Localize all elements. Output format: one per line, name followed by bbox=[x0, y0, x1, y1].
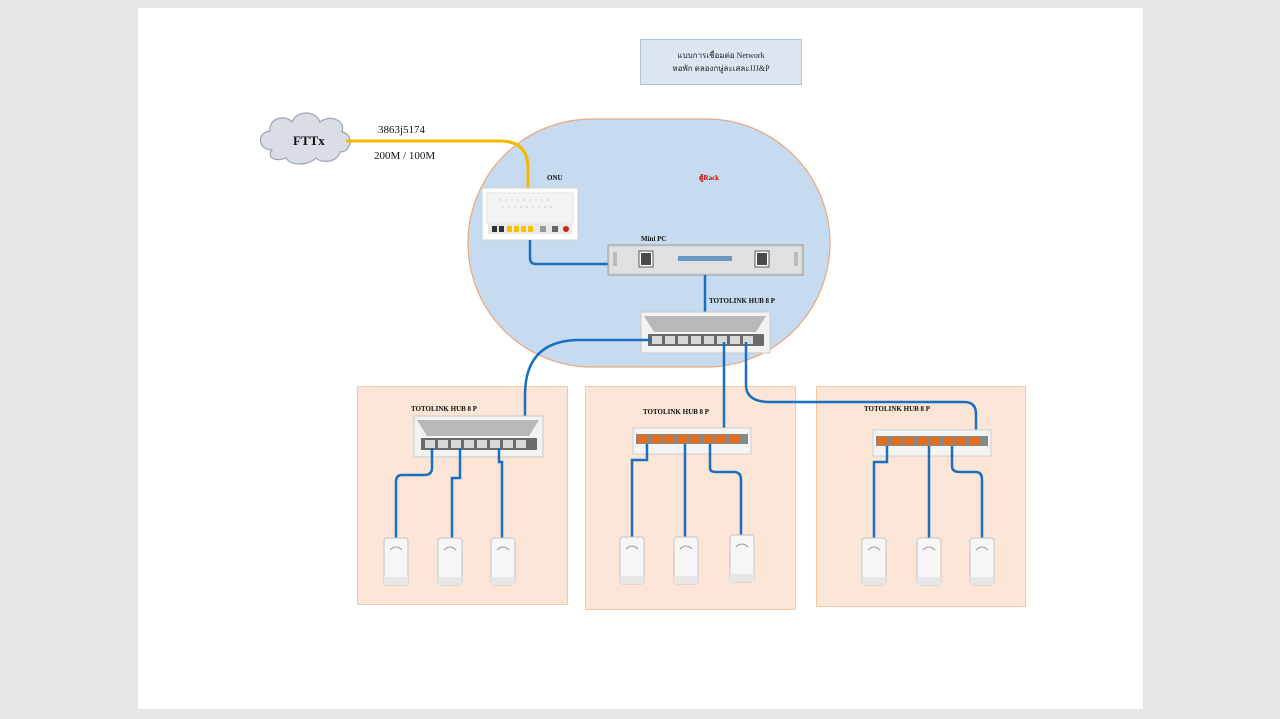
rack-label: ตู้Rack bbox=[699, 174, 720, 182]
zone1-hub-label: TOTOLINK HUB 8 P bbox=[411, 405, 478, 413]
cable-zone3-ap1 bbox=[872, 446, 889, 540]
cable-zone2-ap3 bbox=[708, 444, 743, 537]
diagram-title-line2: หอพัก ตลองกษู่ละเสละJJJ&P bbox=[672, 64, 770, 73]
link-id-label: 3863j5174 bbox=[378, 124, 426, 136]
switch-hub-icon-zone1 bbox=[413, 415, 544, 458]
access-point-icon bbox=[729, 534, 755, 583]
zone3-hub-label: TOTOLINK HUB 8 P bbox=[864, 405, 931, 413]
switch-hub-icon-zone2 bbox=[632, 427, 752, 455]
cloud-label: FTTx bbox=[293, 133, 325, 148]
cable-zone1-ap1 bbox=[394, 448, 434, 540]
onu-label: ONU bbox=[547, 174, 563, 182]
zone2-hub-label: TOTOLINK HUB 8 P bbox=[643, 408, 710, 416]
access-point-icon bbox=[383, 537, 409, 586]
mini-pc-rack-icon bbox=[607, 244, 804, 276]
access-point-icon bbox=[619, 536, 645, 585]
cable-zone1-ap3 bbox=[497, 448, 504, 540]
cable-hub-zone3 bbox=[744, 342, 978, 440]
rack-enclosure bbox=[467, 118, 831, 368]
access-point-icon bbox=[673, 536, 699, 585]
diagram-title: แบบการเชื่อมต่อ Network หอพัก ตลองกษู่ละ… bbox=[640, 39, 802, 85]
access-point-icon bbox=[969, 537, 995, 586]
access-point-icon bbox=[437, 537, 463, 586]
cable-hub-zone1 bbox=[523, 338, 652, 440]
fiber-cable bbox=[346, 139, 530, 188]
cable-zone3-ap3 bbox=[950, 446, 984, 540]
access-point-icon bbox=[916, 537, 942, 586]
switch-hub-icon-main bbox=[640, 311, 771, 354]
cable-zone1-ap2 bbox=[450, 448, 462, 540]
access-point-icon bbox=[861, 537, 887, 586]
cable-zone2-ap1 bbox=[630, 444, 649, 540]
diagram-title-line1: แบบการเชื่อมต่อ Network bbox=[677, 51, 765, 60]
switch-hub-icon-zone3 bbox=[872, 429, 992, 457]
access-point-icon bbox=[490, 537, 516, 586]
cable-onu-minipc bbox=[528, 240, 612, 266]
link-speed-label: 200M / 100M bbox=[374, 150, 436, 162]
minipc-label: Mini PC bbox=[641, 235, 667, 243]
onu-router-icon bbox=[481, 187, 579, 241]
hub-main-label: TOTOLINK HUB 8 P bbox=[709, 297, 776, 305]
cloud-icon bbox=[259, 112, 351, 165]
